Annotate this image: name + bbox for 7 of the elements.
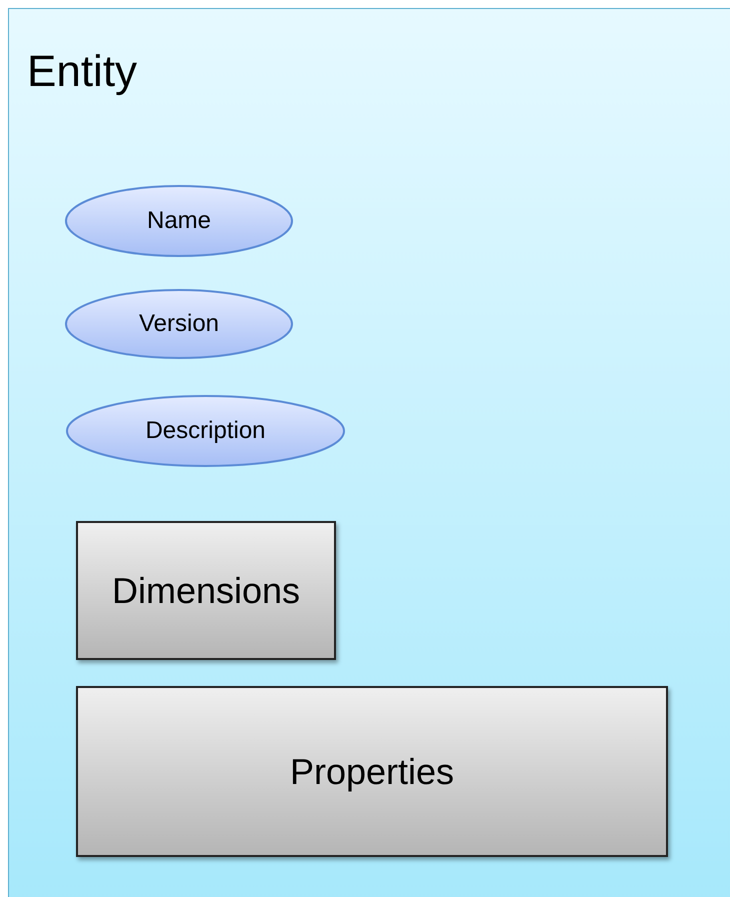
attribute-ellipse: Name	[64, 184, 294, 258]
component-box: Properties	[76, 686, 668, 857]
node-title: Entity	[27, 47, 138, 97]
container-panel	[8, 8, 730, 897]
attribute-ellipse: Version	[64, 288, 294, 360]
attribute-ellipse: Description	[65, 394, 346, 468]
component-box: Dimensions	[76, 521, 336, 660]
